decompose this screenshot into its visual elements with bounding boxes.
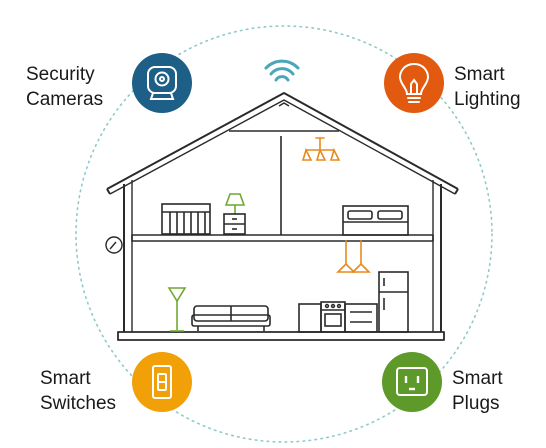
bed	[342, 205, 409, 236]
security-cameras-label: Security Cameras	[26, 62, 103, 112]
chandelier	[301, 137, 341, 161]
smart-plugs-label-line2: Plugs	[452, 393, 500, 414]
wifi-icon	[264, 59, 300, 82]
dotted-boundary-circle	[75, 25, 493, 443]
smart-plugs-label: Smart Plugs	[452, 366, 503, 416]
pendant-lights	[336, 240, 371, 273]
floor-lamp	[167, 287, 187, 332]
smart-lighting-label-line1: Smart	[454, 64, 505, 85]
sofa	[191, 305, 271, 331]
lightbulb-icon	[398, 62, 430, 103]
switch-icon	[152, 365, 172, 399]
foundation	[117, 331, 445, 341]
attic-vent	[278, 102, 290, 107]
smart-switches-label-line1: Smart	[40, 368, 91, 389]
smart-switches-label: Smart Switches	[40, 366, 116, 416]
upper-floor-slab	[131, 234, 434, 242]
smart-lighting-badge	[384, 53, 444, 113]
smart-switches-badge	[132, 352, 192, 412]
smart-plugs-label-line1: Smart	[452, 368, 503, 389]
nightstand-lamp	[223, 193, 246, 235]
smart-plugs-badge	[382, 352, 442, 412]
smart-lighting-label-line2: Lighting	[454, 89, 521, 110]
roof-outer	[106, 92, 459, 190]
smart-lighting-label: Smart Lighting	[454, 62, 521, 112]
roof-inner	[109, 99, 456, 195]
security-cameras-label-line2: Cameras	[26, 89, 104, 110]
thermostat-icon	[105, 236, 123, 254]
crib	[161, 203, 211, 235]
security-cameras-label-line1: Security	[26, 64, 95, 85]
house	[106, 92, 459, 341]
kitchen	[298, 271, 409, 333]
smart-switches-label-line2: Switches	[40, 393, 117, 414]
outlet-icon	[396, 367, 428, 396]
camera-icon	[147, 66, 177, 100]
security-cameras-badge	[132, 53, 192, 113]
